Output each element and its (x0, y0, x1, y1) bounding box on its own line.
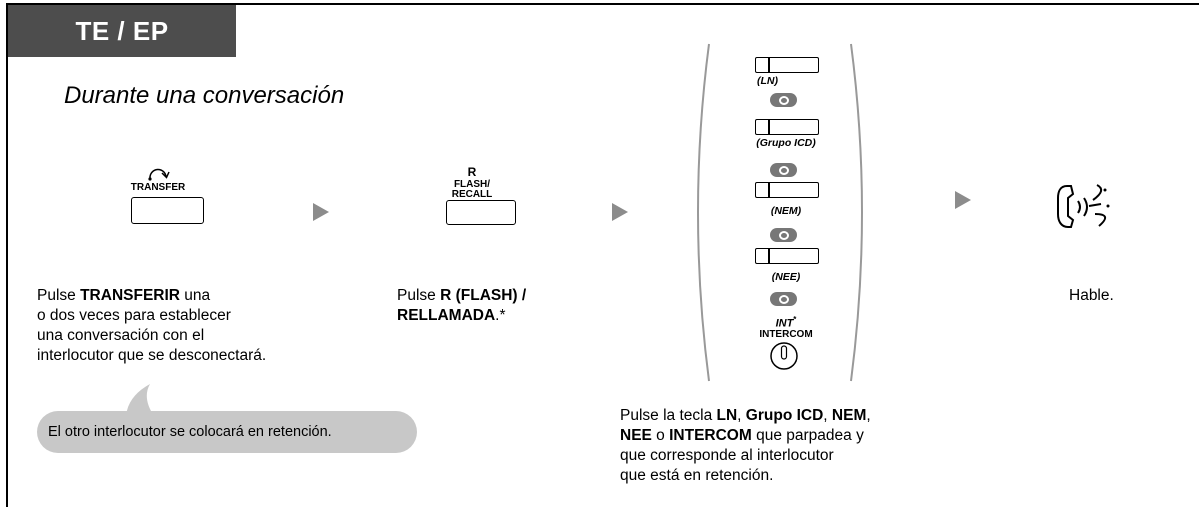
hold-notice-bubble: El otro interlocutor se colocará en rete… (37, 411, 417, 453)
recall-key-label-line2: RECALL (451, 189, 493, 200)
step3-line2: NEE o INTERCOM que parpadea y (620, 426, 1000, 446)
step3-intercom: INTERCOM (669, 427, 752, 444)
frame-left-border (6, 3, 8, 507)
step2-line1: Pulse R (FLASH) / (397, 286, 617, 306)
step1-suffix: una (179, 287, 211, 304)
step1-line4: interlocutor que se desconectará. (37, 347, 267, 364)
step-arrow-1 (313, 203, 329, 221)
step3-nee: NEE (620, 427, 652, 444)
step2-bold2: RELLAMADA (397, 307, 496, 324)
step3-text: Pulse la tecla LN, Grupo ICD, NEM, NEE o… (620, 406, 1000, 486)
step3-nem: NEM (831, 407, 867, 424)
grupo-icd-led-icon (770, 163, 797, 177)
nee-key-label: (NEE) (771, 271, 801, 283)
step1-line2: o dos veces para establecer (37, 307, 231, 324)
step3-o: o (651, 427, 670, 444)
step-arrow-3 (955, 191, 971, 209)
int-mark: * (793, 315, 797, 324)
step3-grupo: Grupo ICD (745, 407, 824, 424)
step1-line1: Pulse TRANSFERIR una (37, 286, 367, 306)
nee-key[interactable] (755, 248, 819, 264)
int-label: INT* (740, 315, 832, 330)
step2-suffix: .* (495, 307, 506, 324)
ln-key-label: (LN) (757, 75, 778, 87)
step3-comma1: , (737, 407, 746, 424)
nem-led-icon (770, 228, 797, 242)
step2-bold1: R (FLASH) / (440, 287, 527, 304)
flash-recall-key[interactable] (446, 200, 516, 225)
step2-line2: RELLAMADA.* (397, 306, 617, 326)
handset-talk-icon (1057, 184, 1110, 228)
subtitle: Durante una conversación (64, 82, 345, 109)
ln-led-icon (770, 93, 797, 107)
step3-ln: LN (716, 407, 738, 424)
step3-comma3: , (866, 407, 871, 424)
step3-prefix: Pulse la tecla (620, 407, 717, 424)
header-tab: TE / EP (8, 5, 236, 57)
step3-line4: que está en retención. (620, 467, 774, 484)
transfer-key-label: TRANSFER (130, 182, 186, 193)
bubble-tail (126, 384, 154, 416)
int-text: INT (775, 317, 794, 330)
intercom-label: INTERCOM (759, 329, 813, 340)
step3-line1: Pulse la tecla LN, Grupo ICD, NEM, (620, 406, 1000, 426)
step3-comma2: , (823, 407, 832, 424)
step1-bold: TRANSFERIR (80, 287, 180, 304)
step3-line3: que corresponde al interlocutor (620, 447, 834, 464)
step1-prefix: Pulse (37, 287, 81, 304)
ln-key[interactable] (755, 57, 819, 73)
step4-text: Hable. (1069, 287, 1114, 304)
intercom-button[interactable] (769, 341, 799, 371)
step1-line3: una conversación con el (37, 327, 205, 344)
grupo-icd-key[interactable] (755, 119, 819, 135)
frame-top-border (6, 3, 1199, 5)
left-paren (697, 43, 710, 382)
nee-led-icon (770, 292, 797, 306)
step2-text: Pulse R (FLASH) / RELLAMADA.* (397, 286, 617, 326)
transfer-arrow-icon (148, 168, 170, 181)
step2-prefix: Pulse (397, 287, 441, 304)
recall-key-label-line1: FLASH/ (453, 179, 491, 190)
right-paren (850, 43, 863, 382)
transfer-key[interactable] (131, 197, 204, 224)
step3-line2-suffix: que parpadea y (751, 427, 864, 444)
nem-key[interactable] (755, 182, 819, 198)
recall-key-label-r: R (467, 165, 477, 179)
grupo-icd-key-label: (Grupo ICD) (756, 137, 816, 149)
nem-key-label: (NEM) (770, 205, 802, 217)
step-arrow-2 (612, 203, 628, 221)
step1-text: Pulse TRANSFERIR una o dos veces para es… (37, 286, 367, 366)
